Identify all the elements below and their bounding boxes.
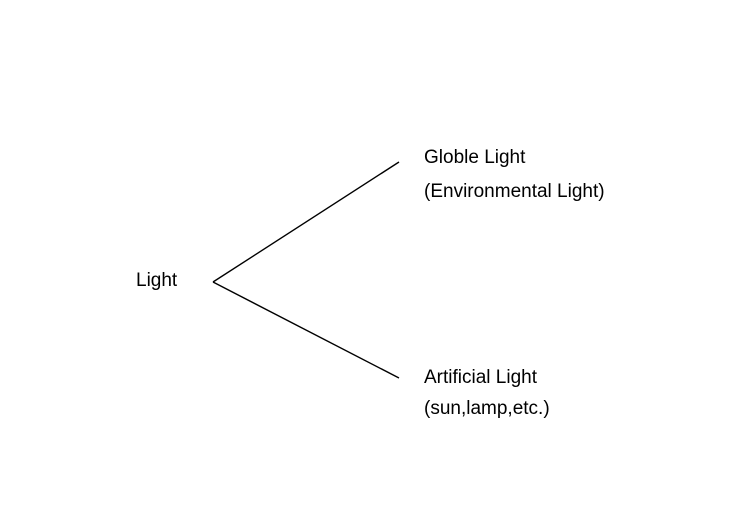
lower-branch-line: [212, 281, 400, 379]
lower-branch-subtitle: (sun,lamp,etc.): [424, 398, 550, 419]
upper-branch-title: Globle Light: [424, 147, 526, 168]
root-node-label: Light: [136, 270, 178, 291]
upper-branch-subtitle: (Environmental Light): [424, 181, 605, 202]
upper-branch-line: [212, 161, 400, 283]
lower-branch-title: Artificial Light: [424, 367, 537, 388]
